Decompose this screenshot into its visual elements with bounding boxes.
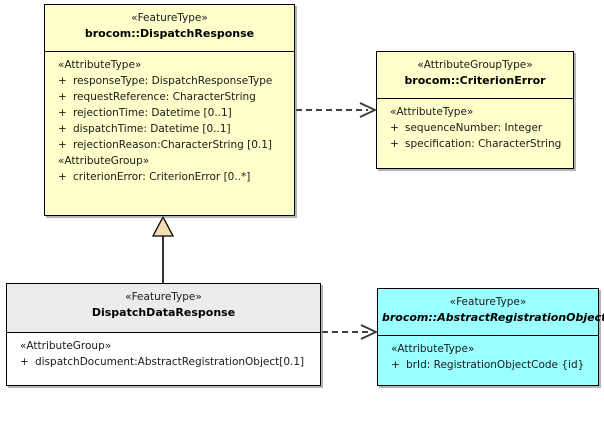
attribute-row[interactable]: + sequenceNumber: Integer: [379, 120, 571, 136]
class-body: «AttributeGroup» + dispatchDocument:Abstr…: [7, 333, 320, 375]
attribute-row[interactable]: + dispatchDocument:AbstractRegistrationOb…: [9, 354, 318, 370]
compartment-label-attributetype: «AttributeType»: [58, 59, 142, 71]
class-header: «FeatureType» DispatchDataResponse: [7, 284, 320, 333]
class-header: «FeatureType» brocom::DispatchResponse: [45, 5, 294, 52]
open-arrowhead-icon: [360, 324, 379, 340]
attribute-row[interactable]: + brId: RegistrationObjectCode {id}: [380, 357, 596, 373]
class-box-abstract-registration-object[interactable]: «FeatureType» brocom::AbstractRegistrati…: [377, 288, 604, 386]
visibility-marker: +: [391, 359, 400, 371]
visibility-marker: +: [58, 107, 67, 119]
attribute-text: sequenceNumber: Integer: [405, 122, 543, 134]
attribute-text: criterionError: CriterionError [0..*]: [73, 171, 251, 183]
dependency-dispatchresponse-to-criterionerror[interactable]: [296, 102, 378, 118]
compartment-label-attributetype: «AttributeType»: [390, 106, 474, 118]
class-stereotype: «AttributeGroupType»: [417, 59, 533, 71]
attribute-row[interactable]: + requestReference: CharacterString: [47, 89, 292, 105]
class-stereotype: «FeatureType»: [125, 291, 202, 303]
attribute-text: requestReference: CharacterString: [73, 91, 256, 103]
visibility-marker: +: [390, 122, 399, 134]
attribute-row[interactable]: + criterionError: CriterionError [0..*]: [47, 169, 292, 185]
visibility-marker: +: [390, 138, 399, 150]
class-stereotype: «FeatureType»: [449, 296, 527, 308]
class-box-criterion-error[interactable]: «AttributeGroupType» brocom::CriterionEr…: [376, 51, 574, 169]
visibility-marker: +: [58, 75, 67, 87]
class-box-dispatch-data-response[interactable]: «FeatureType» DispatchDataResponse «Attr…: [6, 283, 321, 386]
attribute-row[interactable]: + rejectionReason:CharacterString [0.1]: [47, 137, 292, 153]
hollow-triangle-icon: [151, 215, 175, 237]
compartment-label-attributetype: «AttributeType»: [391, 343, 475, 355]
attribute-text: rejectionReason:CharacterString [0.1]: [73, 139, 273, 151]
attribute-row[interactable]: + specification: CharacterString: [379, 136, 571, 152]
compartment-label-attributegroup: «AttributeGroup»: [58, 155, 150, 167]
attribute-text: rejectionTime: Datetime [0..1]: [73, 107, 232, 119]
visibility-marker: +: [58, 171, 67, 183]
attribute-row[interactable]: + dispatchTime: Datetime [0..1]: [47, 121, 292, 137]
class-title: brocom::AbstractRegistrationObject: [382, 311, 604, 324]
class-box-dispatch-response[interactable]: «FeatureType» brocom::DispatchResponse «…: [44, 4, 295, 216]
class-stereotype: «FeatureType»: [131, 12, 208, 24]
class-title: brocom::CriterionError: [404, 74, 546, 87]
class-title: DispatchDataResponse: [91, 306, 236, 319]
attribute-text: dispatchDocument:AbstractRegistrationObj…: [35, 356, 305, 368]
open-arrowhead-icon: [359, 102, 378, 118]
visibility-marker: +: [58, 139, 67, 151]
compartment-label-attributegroup: «AttributeGroup»: [20, 340, 112, 352]
class-body: «AttributeType» + sequenceNumber: Integer…: [377, 99, 573, 157]
class-header: «FeatureType» brocom::AbstractRegistrati…: [378, 289, 604, 336]
class-body: «AttributeType» + brId: RegistrationObjec…: [378, 336, 598, 378]
dependency-dispatchdataresponse-to-abstractregistrationobject[interactable]: [322, 324, 379, 340]
attribute-text: responseType: DispatchResponseType: [73, 75, 273, 87]
attribute-row[interactable]: + responseType: DispatchResponseType: [47, 73, 292, 89]
attribute-row[interactable]: + rejectionTime: Datetime [0..1]: [47, 105, 292, 121]
class-title: brocom::DispatchResponse: [84, 27, 255, 40]
visibility-marker: +: [20, 356, 29, 368]
attribute-text: dispatchTime: Datetime [0..1]: [73, 123, 231, 135]
attribute-text: specification: CharacterString: [405, 138, 562, 150]
class-body: «AttributeType» + responseType: DispatchR…: [45, 52, 294, 190]
generalization-dispatchdataresponse-to-dispatchresponse[interactable]: [151, 215, 175, 283]
class-header: «AttributeGroupType» brocom::CriterionEr…: [377, 52, 573, 99]
attribute-text: brId: RegistrationObjectCode {id}: [406, 359, 585, 371]
visibility-marker: +: [58, 91, 67, 103]
visibility-marker: +: [58, 123, 67, 135]
